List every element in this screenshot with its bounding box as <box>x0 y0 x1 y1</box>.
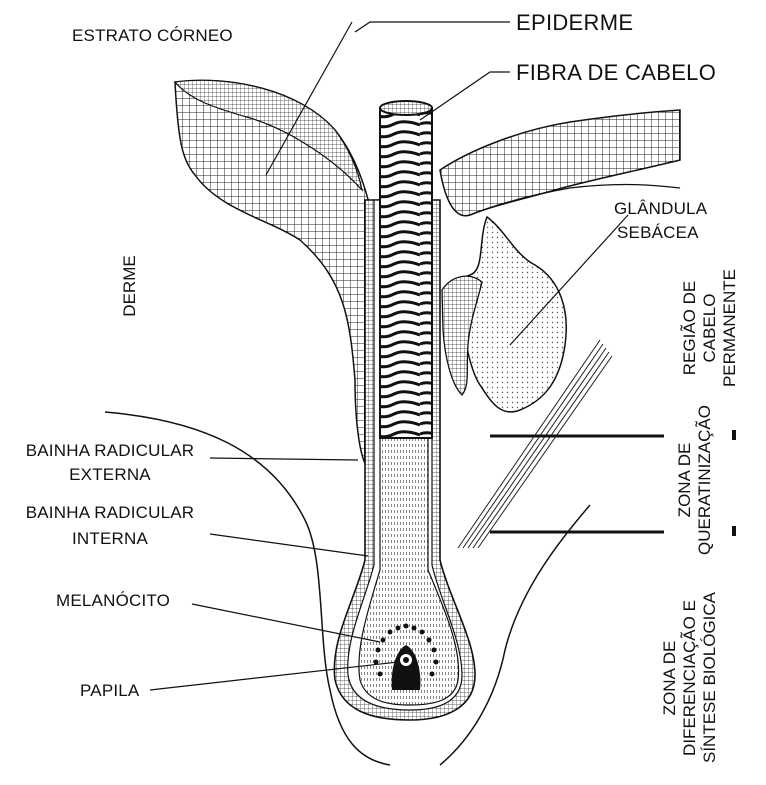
dermis-outline <box>105 412 590 765</box>
label-bainha-externa-line1: BAINHA RADICULAR <box>10 442 210 459</box>
zone-queratinizacao-line1: ZONA DE <box>675 405 695 555</box>
label-glandula-line2: SEBÁCEA <box>617 224 699 241</box>
label-derme: DERME <box>120 246 140 326</box>
leader-bainha-interna <box>210 534 368 556</box>
zone-ticks <box>732 430 736 536</box>
zone-permanente-line1: REGIÃO DE <box>680 258 700 398</box>
sebaceous-gland <box>442 217 566 412</box>
leader-fibra <box>420 72 510 120</box>
zone-permanente-line3: PERMANENTE <box>720 258 740 398</box>
zone-diferenciacao-line1: ZONA DE <box>660 593 680 763</box>
hair-fiber <box>380 101 432 438</box>
zone-queratinizacao-line2: QUERATINIZAÇÃO <box>695 405 715 555</box>
leader-bainha-externa <box>210 458 358 460</box>
label-bainha-interna-line2: INTERNA <box>10 530 210 547</box>
label-zona-diferenciacao: ZONA DE DIFERENCIAÇÃO E SÍNTESE BIOLÓGIC… <box>660 593 720 763</box>
label-derme-text: DERME <box>120 246 140 326</box>
zone-diferenciacao-line3: SÍNTESE BIOLÓGICA <box>700 593 720 763</box>
label-papila: PAPILA <box>80 682 139 699</box>
epidermis-left <box>175 80 372 470</box>
zone-diferenciacao-line2: DIFERENCIAÇÃO E <box>680 593 700 763</box>
label-bainha-externa-line2: EXTERNA <box>10 466 210 483</box>
leader-epiderme <box>355 22 510 32</box>
zone-permanente-line2: CABELO <box>700 258 720 398</box>
label-regiao-permanente: REGIÃO DE CABELO PERMANENTE <box>680 258 740 398</box>
label-fibra-de-cabelo: FIBRA DE CABELO <box>516 62 716 84</box>
zone-bars <box>490 436 664 532</box>
label-epiderme: EPIDERME <box>516 12 633 34</box>
label-zona-queratinizacao: ZONA DE QUERATINIZAÇÃO <box>675 405 715 555</box>
label-bainha-interna-line1: BAINHA RADICULAR <box>10 504 210 521</box>
label-melanocito: MELANÓCITO <box>56 592 170 609</box>
label-glandula-line1: GLÂNDULA <box>614 200 707 217</box>
label-estrato-corneo: ESTRATO CÓRNEO <box>72 27 233 44</box>
